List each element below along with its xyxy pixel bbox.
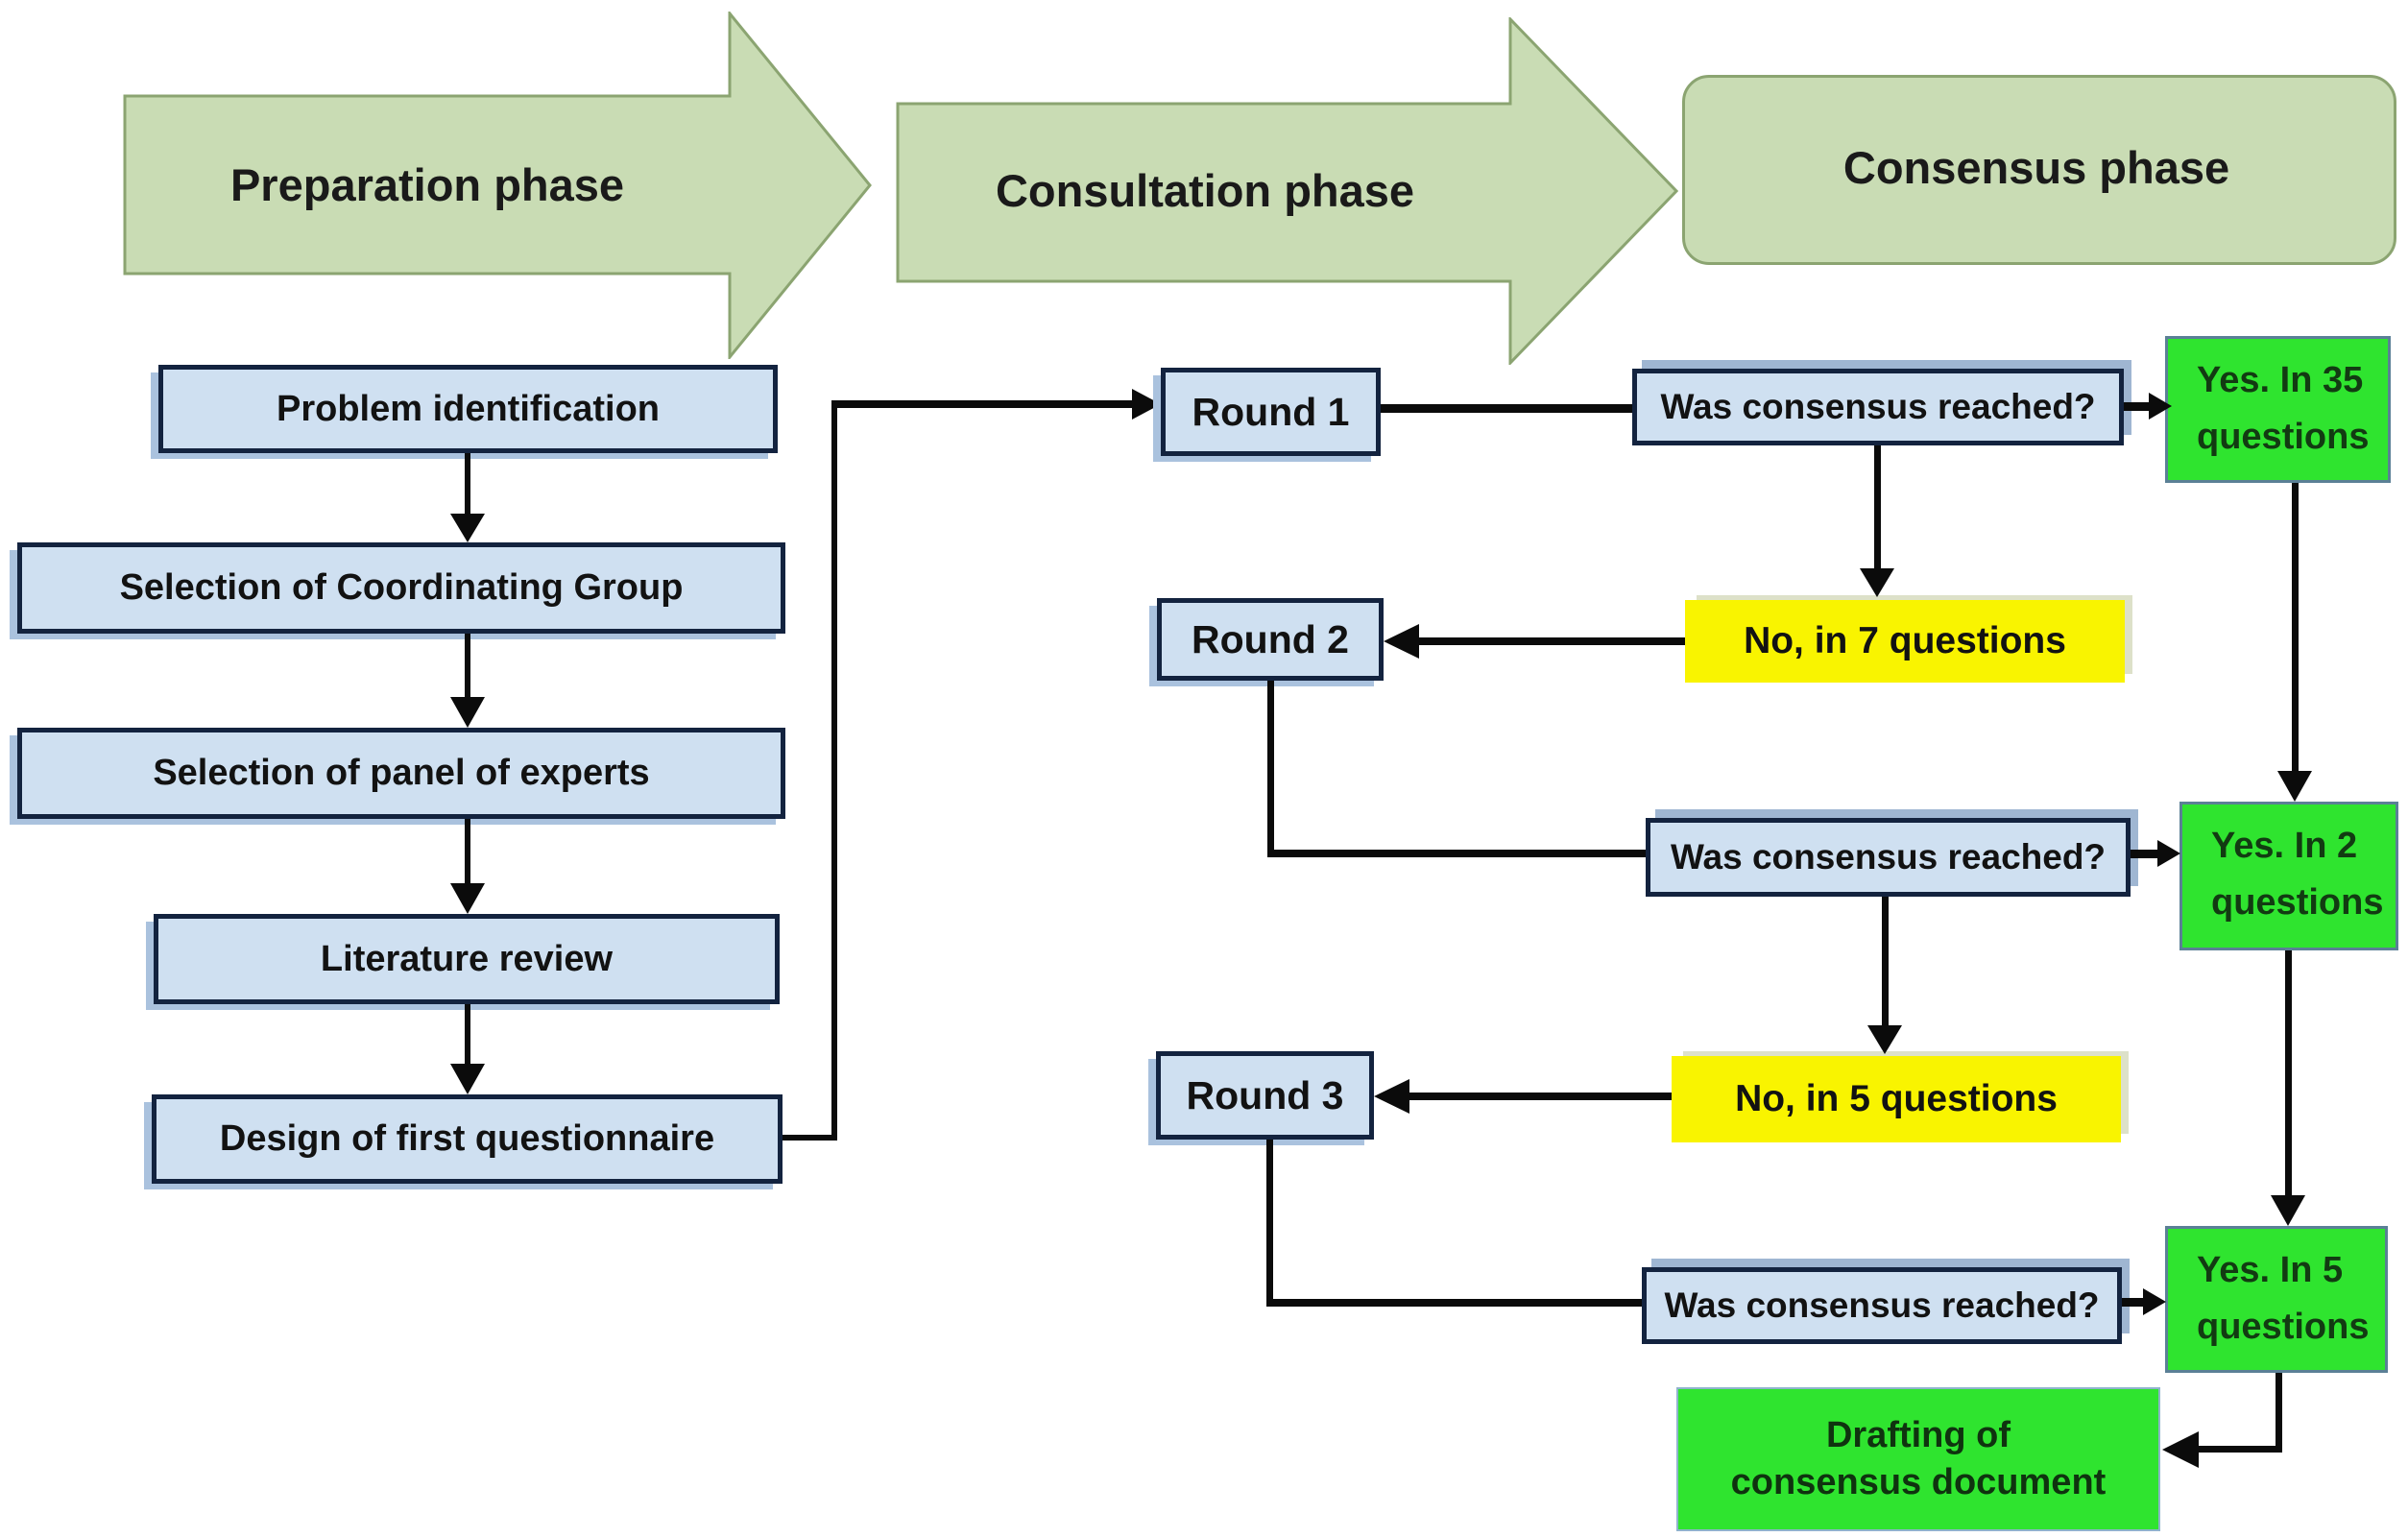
arrowhead-down-icon <box>2271 1195 2305 1226</box>
arrowhead-down-icon <box>2277 771 2312 802</box>
arrowhead-down-icon <box>1867 1025 1902 1054</box>
connector-line <box>465 453 470 514</box>
preparation-phase-label: Preparation phase <box>229 158 625 210</box>
consultation-phase-arrow <box>896 17 1678 365</box>
consensus-phase-shape <box>1682 75 2396 265</box>
arrowhead-right-icon <box>1132 389 1161 420</box>
connector-line <box>465 1004 470 1064</box>
preparation-phase-arrow <box>123 12 872 359</box>
connector-line <box>2276 1373 2282 1453</box>
arrowhead-left-icon <box>1374 1079 1409 1114</box>
was-consensus-reached-2: Was consensus reached? <box>1646 818 2131 897</box>
round-3-box: Round 3 <box>1156 1051 1374 1140</box>
arrowhead-down-icon <box>450 514 485 542</box>
connector-line <box>1419 637 1685 645</box>
connector-line <box>1874 445 1881 568</box>
arrowhead-left-icon <box>1384 624 1419 659</box>
yes-in-35-questions-box: Yes. In 35 questions <box>2165 336 2391 483</box>
connector-line <box>465 819 470 883</box>
round-1-box: Round 1 <box>1161 368 1381 456</box>
connector-line <box>1267 681 1274 856</box>
connector-line <box>2124 402 2149 411</box>
drafting-consensus-document-box: Drafting of consensus document <box>1676 1387 2160 1531</box>
step-design-first-questionnaire: Design of first questionnaire <box>152 1094 783 1184</box>
arrowhead-down-icon <box>450 697 485 728</box>
arrowhead-down-icon <box>450 883 485 914</box>
connector-line <box>1266 1299 1642 1307</box>
arrowhead-right-icon <box>2149 393 2172 420</box>
connector-line <box>2292 483 2299 771</box>
connector-line <box>2122 1298 2143 1307</box>
step-selection-panel-experts: Selection of panel of experts <box>17 728 785 819</box>
was-consensus-reached-3: Was consensus reached? <box>1642 1267 2122 1344</box>
arrowhead-down-icon <box>1860 568 1894 597</box>
connector-line <box>1381 404 1632 413</box>
connector-line <box>465 634 470 697</box>
connector-line <box>2199 1446 2282 1453</box>
connector-line <box>1409 1093 1672 1100</box>
connector-line <box>831 400 1132 408</box>
arrowhead-right-icon <box>2157 840 2180 867</box>
arrowhead-right-icon <box>2143 1288 2166 1315</box>
connector-line <box>1266 1140 1273 1306</box>
step-selection-coordinating-group: Selection of Coordinating Group <box>17 542 785 634</box>
step-literature-review: Literature review <box>154 914 780 1004</box>
was-consensus-reached-1: Was consensus reached? <box>1632 369 2124 445</box>
connector-line <box>831 400 837 1141</box>
yes-in-5-questions-box: Yes. In 5 questions <box>2165 1226 2388 1373</box>
consensus-phase-label: Consensus phase <box>1842 141 2230 193</box>
connector-line <box>2285 950 2292 1195</box>
round-2-box: Round 2 <box>1157 598 1384 681</box>
no-in-7-questions-box: No, in 7 questions <box>1685 600 2125 683</box>
step-problem-identification: Problem identification <box>158 365 778 453</box>
yes-in-2-questions-box: Yes. In 2 questions <box>2179 802 2398 950</box>
consultation-phase-label: Consultation phase <box>995 164 1415 216</box>
no-in-5-questions-box: No, in 5 questions <box>1672 1056 2121 1142</box>
arrowhead-down-icon <box>450 1064 485 1094</box>
connector-line <box>783 1135 837 1141</box>
connector-line <box>1267 850 1646 857</box>
arrowhead-left-icon <box>2162 1431 2199 1468</box>
connector-line <box>1882 897 1889 1025</box>
connector-line <box>2131 850 2157 858</box>
